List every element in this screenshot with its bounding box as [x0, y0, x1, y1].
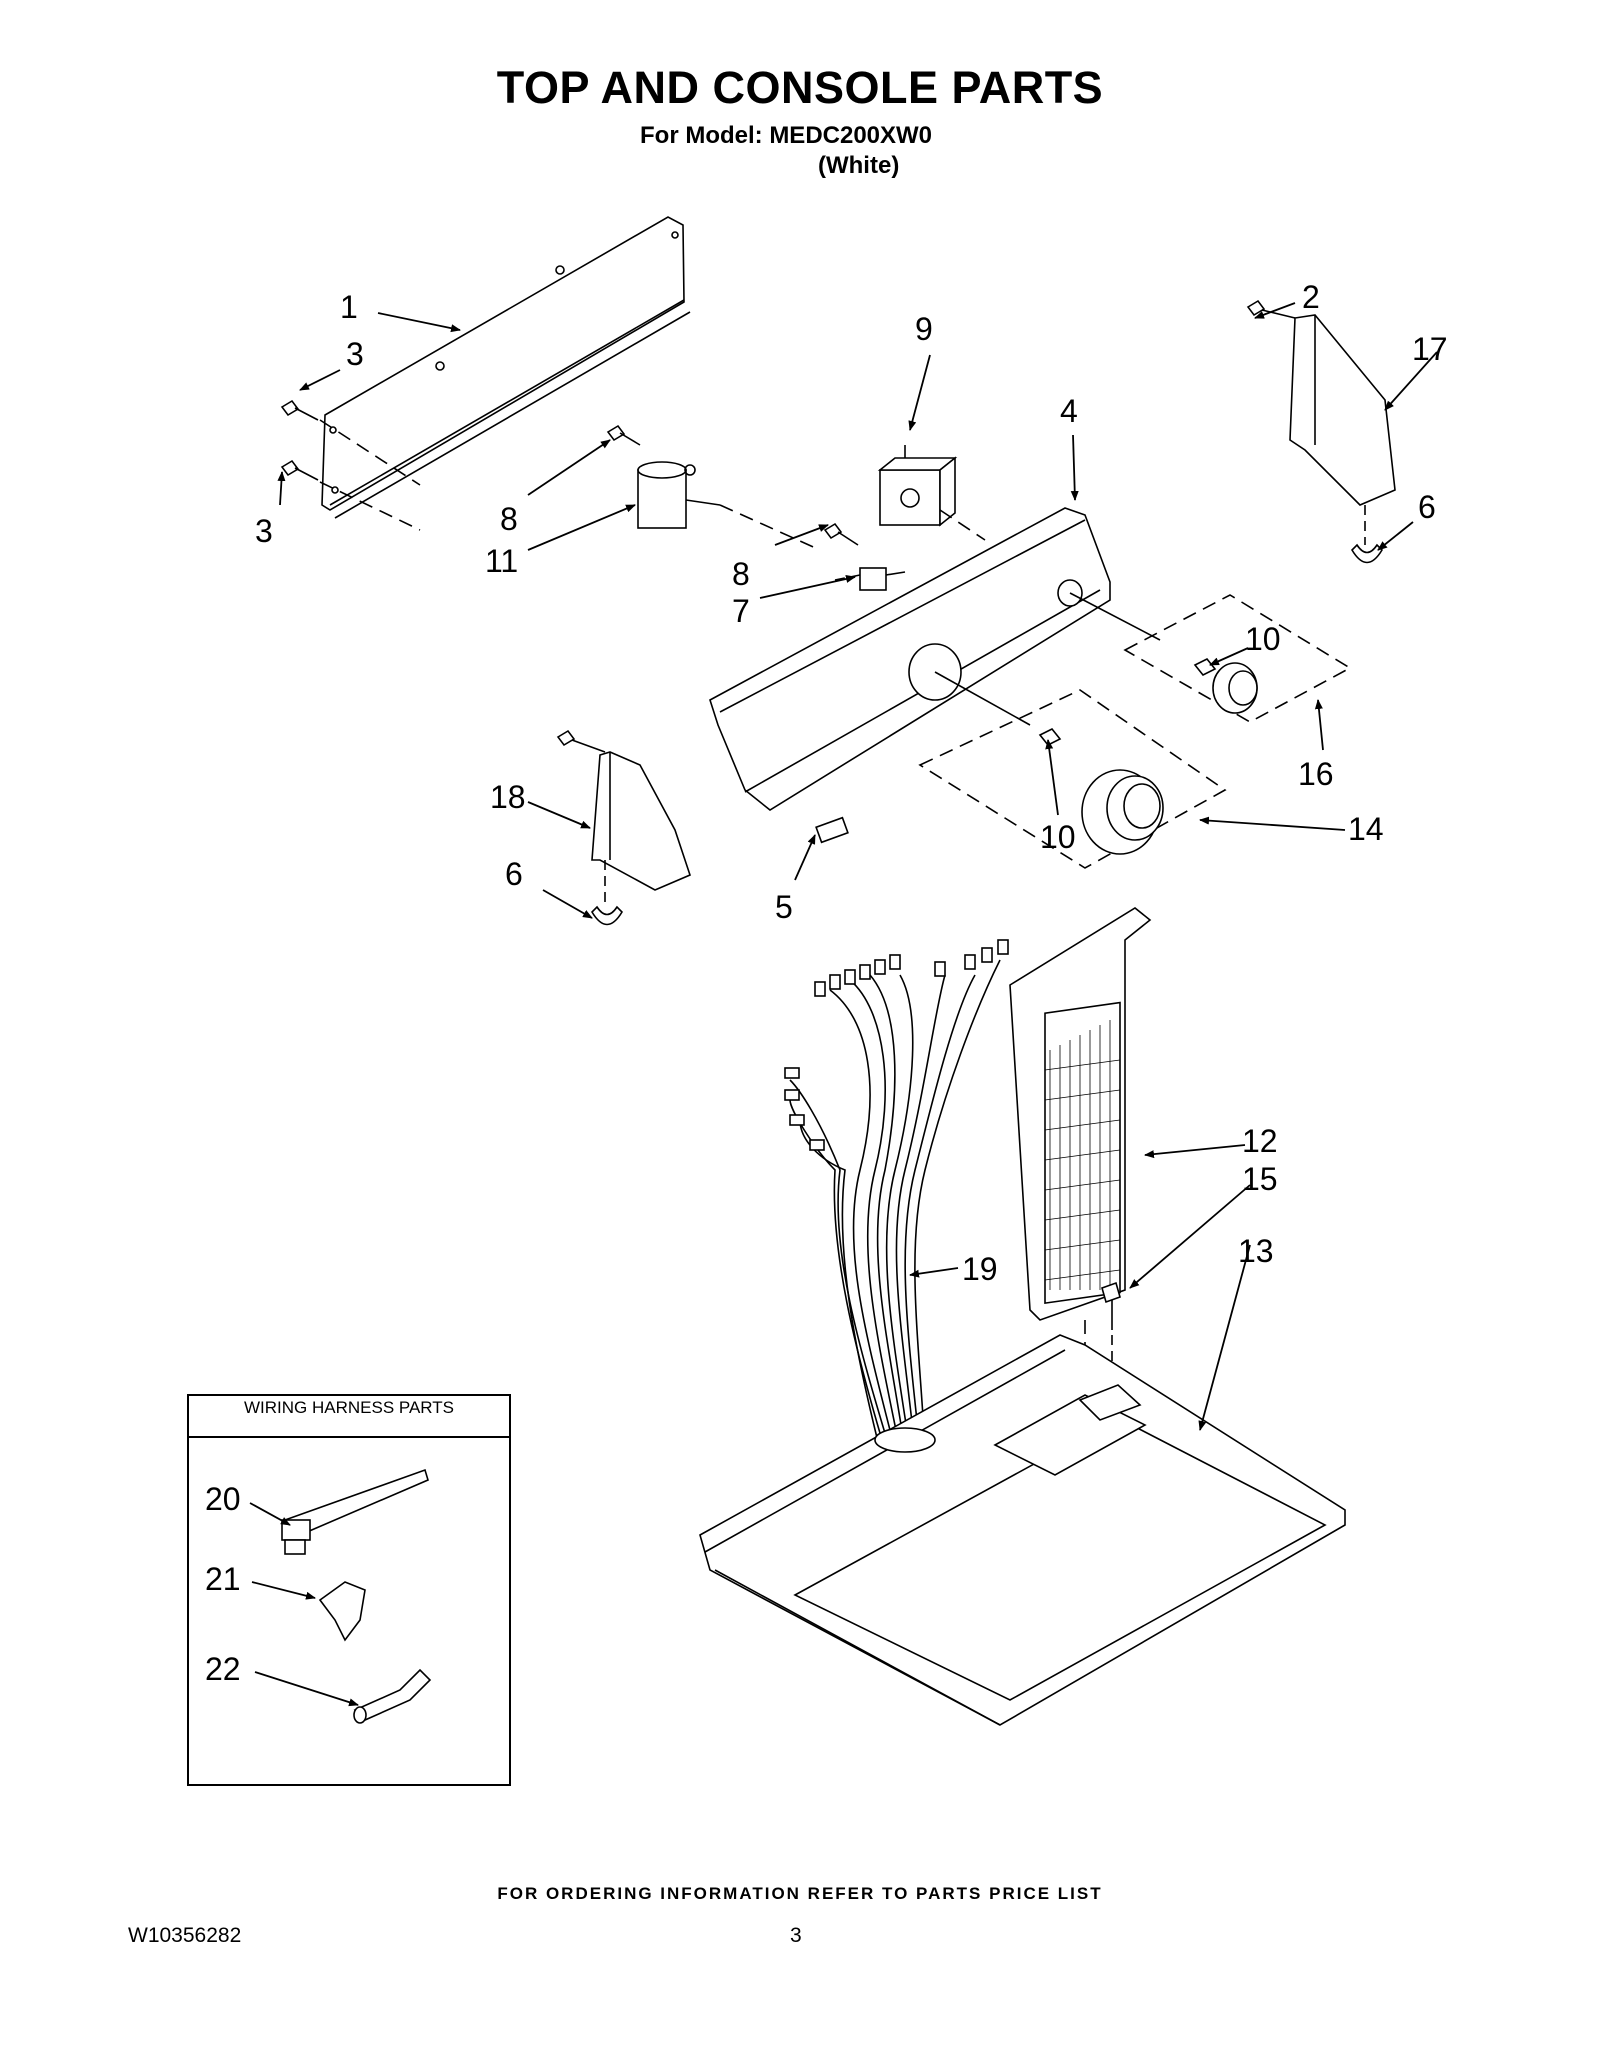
- clip-6-right: [1350, 543, 1384, 564]
- page-number: 3: [790, 1924, 802, 1947]
- screw-2-left: [556, 729, 606, 753]
- label-part-8-left: 8: [500, 501, 518, 537]
- label-part-15: 15: [1242, 1161, 1278, 1197]
- clip-6-left: [590, 905, 624, 926]
- top-13: [699, 1334, 1346, 1726]
- switch-9: [877, 445, 958, 527]
- label-part-3-top: 3: [346, 336, 364, 372]
- label-part-6-right: 6: [1418, 489, 1436, 525]
- end-cap-17: [1289, 314, 1396, 506]
- color-line: (White): [818, 152, 900, 179]
- label-part-21: 21: [205, 1561, 241, 1597]
- console-panel: [709, 507, 1111, 811]
- part-7-switch: [859, 567, 906, 591]
- label-part-20: 20: [205, 1481, 241, 1517]
- rear-panel-bracket: [321, 216, 691, 519]
- screw-3-top: [280, 399, 319, 421]
- wiring-harness-box: [187, 1394, 511, 1786]
- screw-8-right: [823, 522, 859, 546]
- label-part-12: 12: [1242, 1123, 1278, 1159]
- harness-connectors: [784, 939, 1009, 1151]
- label-part-17: 17: [1412, 331, 1448, 367]
- label-part-14: 14: [1348, 811, 1384, 847]
- label-part-6-left: 6: [505, 856, 523, 892]
- wiring-box-title: WIRING HARNESS PARTS: [243, 1398, 454, 1417]
- badge-5: [815, 816, 849, 844]
- document-number: W10356282: [128, 1924, 242, 1947]
- screw-3-bottom: [280, 459, 319, 481]
- label-part-4: 4: [1060, 393, 1078, 429]
- label-part-3-bottom: 3: [255, 513, 273, 549]
- label-part-10-upper: 10: [1245, 621, 1281, 657]
- clip-21: [318, 1581, 366, 1642]
- screw-15: [1101, 1281, 1121, 1330]
- wiring-harness-19: [789, 959, 1001, 1451]
- label-part-22: 22: [205, 1651, 241, 1687]
- label-part-10-lower: 10: [1040, 819, 1076, 855]
- label-part-11: 11: [485, 543, 518, 579]
- label-part-19: 19: [962, 1251, 998, 1287]
- end-cap-18: [591, 751, 691, 891]
- ordering-footer: FOR ORDERING INFORMATION REFER TO PARTS …: [497, 1884, 1103, 1903]
- model-line: For Model: MEDC200XW0: [640, 122, 933, 149]
- screw-8-left: [606, 424, 641, 446]
- screw-2-right: [1246, 299, 1296, 319]
- label-part-8-right: 8: [732, 556, 750, 592]
- label-part-2-right: 2: [1302, 279, 1320, 315]
- terminal-22: [353, 1668, 432, 1724]
- page-title: TOP AND CONSOLE PARTS: [496, 62, 1104, 113]
- knob-16: [1212, 662, 1258, 714]
- label-part-16: 16: [1298, 756, 1334, 792]
- label-part-18: 18: [490, 779, 526, 815]
- timer-11: [637, 461, 721, 529]
- label-part-5: 5: [775, 889, 793, 925]
- lint-screen-12: [1009, 907, 1152, 1321]
- label-part-13: 13: [1238, 1233, 1274, 1269]
- cable-tie-20: [281, 1468, 429, 1555]
- label-part-7: 7: [732, 593, 750, 629]
- label-part-1: 1: [340, 289, 358, 325]
- label-part-9: 9: [915, 311, 933, 347]
- knob-14: [1081, 769, 1164, 855]
- insert-10-lower: [1038, 727, 1062, 747]
- insert-10-upper: [1193, 657, 1217, 677]
